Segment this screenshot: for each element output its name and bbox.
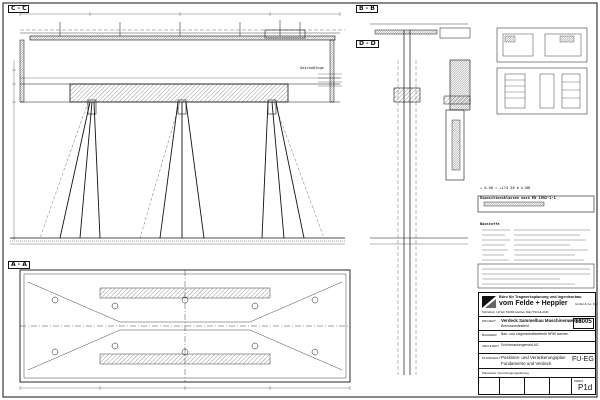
architect-label: ARCHITEKT bbox=[482, 344, 500, 348]
section-d-d-drawing bbox=[439, 27, 471, 181]
exposure-title: Expositionsklassen nach EN 1992-1-1 bbox=[480, 196, 556, 200]
firm-logo-icon bbox=[482, 296, 496, 308]
plan-title-line1: Positions- und Verankerungsplan bbox=[501, 355, 566, 360]
notes-panel bbox=[477, 195, 595, 289]
owner-label: BAUHERR bbox=[482, 333, 497, 337]
drawing-code: FU-EG bbox=[572, 356, 594, 363]
office-line: Büro für Tragwerksplanung und Ingenieurb… bbox=[499, 295, 582, 299]
owner-name: Bau- und Liegenschaftsbetrieb NRW Aachen bbox=[501, 332, 569, 336]
project-name: Verdeck Sammelbau Maschinenwesen bbox=[501, 318, 582, 323]
section-label-a-a: A - A bbox=[8, 261, 30, 269]
plan-status: Planstatus: Genehmigungsplanung bbox=[482, 371, 529, 375]
index-value: P1d bbox=[578, 383, 593, 392]
firm-name: vom Felde + Heppler bbox=[499, 300, 568, 307]
architect-name: Schönmackergemeld AG bbox=[501, 343, 539, 347]
section-label-d-d: D - D bbox=[356, 40, 379, 48]
project-number-box bbox=[573, 318, 594, 329]
detail-views bbox=[496, 27, 588, 115]
title-block: Büro für Tragwerksplanung und Ingenieurb… bbox=[478, 292, 598, 395]
section-a-a-plan bbox=[19, 269, 351, 390]
project-label: PROJEKT bbox=[482, 319, 496, 323]
elevation-note: + 0.00 = +174.38 m ü.NN bbox=[480, 186, 530, 190]
index-label: INDEX bbox=[574, 379, 584, 383]
firm-suffix: GmbH & Co. KG bbox=[575, 302, 598, 306]
ground-note: Geschoßfuge bbox=[300, 66, 324, 70]
plan-title-line2: Fundamente und Verdeck bbox=[501, 361, 552, 366]
section-b-b-drawing bbox=[370, 23, 468, 375]
plan-label: PLANINHALT bbox=[482, 356, 501, 360]
revision-table bbox=[479, 377, 595, 394]
section-label-c-c: C - C bbox=[8, 5, 30, 13]
project-number: 18005 bbox=[575, 319, 592, 325]
project-sub: Brennraumtestfeld bbox=[501, 324, 529, 328]
firm-address: Schloßstr. 12/12c 52066 Aachen DEUTSCHLA… bbox=[482, 310, 549, 314]
section-label-b-b: B - B bbox=[356, 5, 378, 13]
section-c-c-drawing bbox=[10, 12, 345, 245]
materials-title: Baustoffe bbox=[480, 222, 500, 226]
